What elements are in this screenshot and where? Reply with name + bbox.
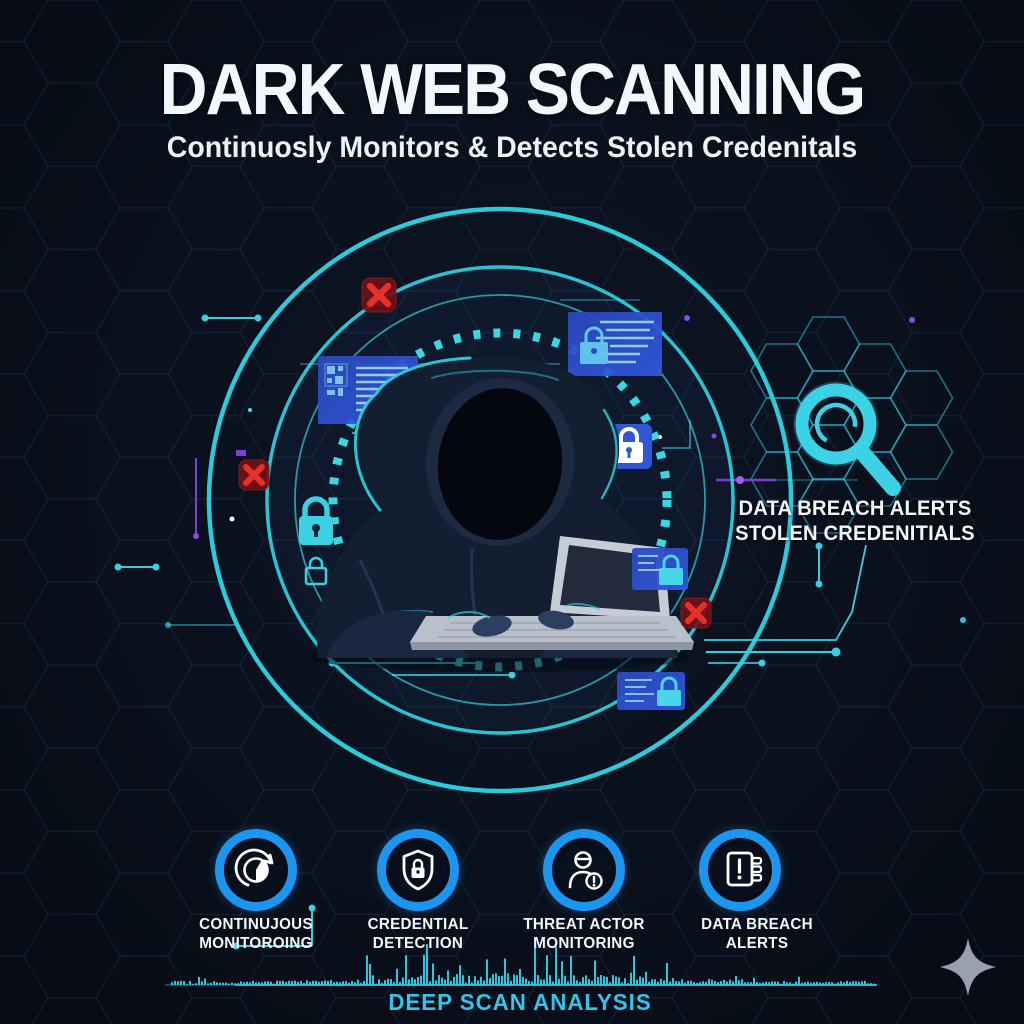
waveform-visualization xyxy=(165,937,877,986)
magnifying-glass-icon xyxy=(793,381,901,496)
feature-label: CONTINUJOUS MONITOROING xyxy=(199,916,313,952)
lock-icon xyxy=(299,496,333,545)
error-x-icon xyxy=(680,597,712,629)
feature-label: THREAT ACTOR MONITORING xyxy=(523,916,645,952)
error-x-icon xyxy=(361,277,397,313)
feature-continuous-monitoring xyxy=(215,829,297,911)
sparkle-icon xyxy=(940,938,996,996)
data-panel xyxy=(568,312,662,376)
feature-data-breach-alerts xyxy=(699,829,781,911)
callout-line-2: STOLEN CREDENITIALS xyxy=(735,522,975,545)
callout-data-breach: DATA BREACH ALERTS STOLEN CREDENITIALS xyxy=(732,496,978,546)
lock-icon xyxy=(660,676,678,690)
lock-icon xyxy=(584,326,604,342)
feature-label: DATA BREACH ALERTS xyxy=(701,916,813,952)
clock-refresh-icon xyxy=(234,848,274,887)
error-x-icon xyxy=(238,459,270,491)
callout-line-1: DATA BREACH ALERTS xyxy=(738,497,972,520)
feature-threat-actor-monitoring xyxy=(543,829,625,911)
person-alert-icon xyxy=(568,851,603,890)
feature-label: CREDENTIAL DETECTION xyxy=(367,916,469,952)
feature-credential-detection xyxy=(377,829,459,911)
deep-scan-label: DEEP SCAN ANALYSIS xyxy=(388,989,652,1015)
lock-icon xyxy=(619,427,639,442)
lock-icon xyxy=(662,554,680,568)
data-panel xyxy=(617,672,685,710)
hood-face-void xyxy=(437,388,563,540)
data-panel xyxy=(632,548,688,590)
document-alert-icon xyxy=(726,851,763,887)
lock-icon xyxy=(304,556,328,586)
page-subtitle: Continuosly Monitors & Detects Stolen Cr… xyxy=(166,131,858,164)
shield-lock-icon xyxy=(402,849,434,891)
page-title: DARK WEB SCANNING xyxy=(159,50,867,130)
hex-cluster xyxy=(750,316,954,534)
